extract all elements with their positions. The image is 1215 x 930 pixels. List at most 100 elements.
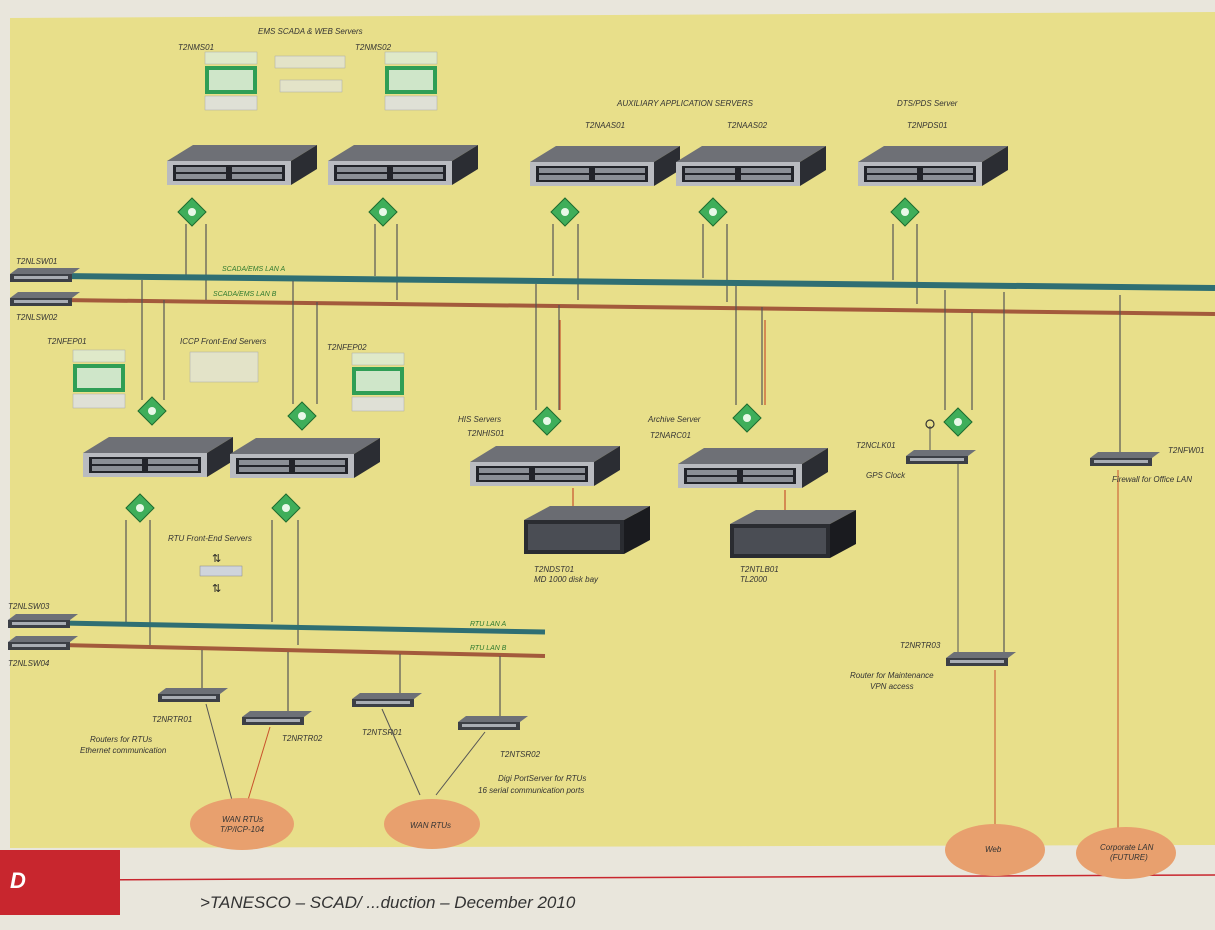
corporate-lan-line2: (FUTURE) xyxy=(1110,853,1148,862)
server-links xyxy=(141,280,1121,655)
gps-antenna-icon xyxy=(925,419,935,429)
terminal-server-ts2 xyxy=(458,716,528,730)
group-title-ems: EMS SCADA & WEB Servers xyxy=(258,27,363,36)
console-panel xyxy=(274,55,346,69)
console-panel xyxy=(351,352,405,412)
ts-label-1: T2NTSR01 xyxy=(362,728,402,737)
server-his xyxy=(470,446,620,486)
up-down-arrow-icon: ⇅ xyxy=(212,553,221,565)
router-maint-desc1: Router for Maintenance xyxy=(850,671,934,680)
router-rtr2 xyxy=(242,711,312,725)
server-fep1 xyxy=(83,437,233,477)
router-desc-1: Routers for RTUs xyxy=(90,735,152,744)
ts-label-2: T2NTSR02 xyxy=(500,750,541,759)
web-cloud-label: Web xyxy=(985,845,1002,854)
server-label-aux2: T2NAAS02 xyxy=(727,121,768,130)
console-panel xyxy=(204,51,258,111)
wan-cloud-rtu-label: WAN RTUs xyxy=(410,821,451,830)
lan-b-label: SCADA/EMS LAN B xyxy=(213,291,277,298)
lan-switch-sw1 xyxy=(10,268,80,282)
server-label-fep2: T2NFEP02 xyxy=(327,343,367,352)
server-aux2 xyxy=(676,146,826,186)
wan-cloud-rtu-tcp-line2: T/P/ICP-104 xyxy=(220,825,265,834)
server-arc xyxy=(678,448,828,488)
corporate-lan-cloud xyxy=(1076,827,1176,879)
gps-clock xyxy=(906,450,976,464)
group-title-aux: AUXILIARY APPLICATION SERVERS xyxy=(616,99,754,108)
corner-letter: D xyxy=(10,868,26,893)
console-panel xyxy=(189,351,259,383)
group-title-iccp: ICCP Front-End Servers xyxy=(180,337,266,346)
server-label-arc: T2NARC01 xyxy=(650,431,691,440)
router-label-rtr2: T2NRTR02 xyxy=(282,734,323,743)
server-pds xyxy=(858,146,1008,186)
router-label-rtr1: T2NRTR01 xyxy=(152,715,192,724)
server-ems1 xyxy=(167,145,317,185)
console-panel xyxy=(199,565,243,577)
storage-dst-desc: MD 1000 disk bay xyxy=(534,575,599,584)
poster-background xyxy=(10,12,1215,848)
lan-switch-label-sw3: T2NLSW03 xyxy=(8,602,50,611)
router-maint-name: T2NRTR03 xyxy=(900,641,941,650)
corporate-lan-line1: Corporate LAN xyxy=(1100,843,1154,852)
lan-switch-sw3 xyxy=(8,614,78,628)
router-maint-desc2: VPN access xyxy=(870,682,914,691)
ts-desc-1: Digi PortServer for RTUs xyxy=(498,774,586,783)
storage-disk-bay xyxy=(524,506,650,554)
device-links xyxy=(201,650,501,718)
lan-a-bus xyxy=(59,273,1215,291)
server-label-fep1: T2NFEP01 xyxy=(47,337,87,346)
wan-cloud-rtu-tcp-line1: WAN RTUs xyxy=(222,815,263,824)
firewall xyxy=(1090,452,1160,466)
rtu-lan-a-bus xyxy=(59,620,546,635)
rtu-lan-b-bus xyxy=(59,643,546,658)
server-links xyxy=(185,224,918,304)
gps-clock-name: T2NCLK01 xyxy=(856,441,896,450)
server-label-ems1: T2NMS01 xyxy=(178,43,214,52)
rtu-lan-b-label: RTU LAN B xyxy=(470,645,507,652)
wan-links xyxy=(205,703,486,801)
server-label-ems2: T2NMS02 xyxy=(355,43,392,52)
console-panel xyxy=(279,79,343,93)
group-title-dts: DTS/PDS Server xyxy=(897,99,958,108)
web-cloud xyxy=(945,824,1045,876)
server-fep2 xyxy=(230,438,380,478)
server-links xyxy=(559,320,766,410)
server-label-pds: T2NPDS01 xyxy=(907,121,947,130)
storage-tlb-desc: TL2000 xyxy=(740,575,768,584)
lan-switch-sw4 xyxy=(8,636,78,650)
server-aux1 xyxy=(530,146,680,186)
router-maintenance xyxy=(946,652,1016,666)
firewall-desc: Firewall for Office LAN xyxy=(1112,475,1192,484)
storage-tlb-name: T2NTLB01 xyxy=(740,565,779,574)
lan-a-label: SCADA/EMS LAN A xyxy=(222,266,285,273)
gps-clock-desc: GPS Clock xyxy=(866,471,906,480)
wan-cloud-rtu xyxy=(384,799,480,849)
server-ems2 xyxy=(328,145,478,185)
corner-banner: D xyxy=(0,850,120,915)
slide-footer: >TANESCO – SCAD/ ...duction – December 2… xyxy=(200,893,576,912)
wan-cloud-rtu-tcp xyxy=(190,798,294,850)
router-desc-2: Ethernet communication xyxy=(80,746,167,755)
server-label-his: T2NHIS01 xyxy=(467,429,504,438)
lan-b-bus xyxy=(59,298,1215,316)
group-title-rtu-fe: RTU Front-End Servers xyxy=(168,534,252,543)
group-title-archive: Archive Server xyxy=(647,415,701,424)
server-links xyxy=(125,520,299,645)
rtu-lan-a-label: RTU LAN A xyxy=(470,621,507,628)
lan-switch-label-sw1: T2NLSW01 xyxy=(16,257,57,266)
router-rtr1 xyxy=(158,688,228,702)
storage-tape-library xyxy=(730,510,856,558)
storage-dst-name: T2NDST01 xyxy=(534,565,574,574)
lan-switch-label-sw2: T2NLSW02 xyxy=(16,313,58,322)
terminal-server-ts1 xyxy=(352,693,422,707)
up-down-arrow-icon: ⇅ xyxy=(212,583,221,595)
lan-switch-label-sw4: T2NLSW04 xyxy=(8,659,50,668)
group-title-his: HIS Servers xyxy=(458,415,501,424)
console-panel xyxy=(384,51,438,111)
firewall-name: T2NFW01 xyxy=(1168,446,1204,455)
lan-switch-sw2 xyxy=(10,292,80,306)
console-panel xyxy=(72,349,126,409)
